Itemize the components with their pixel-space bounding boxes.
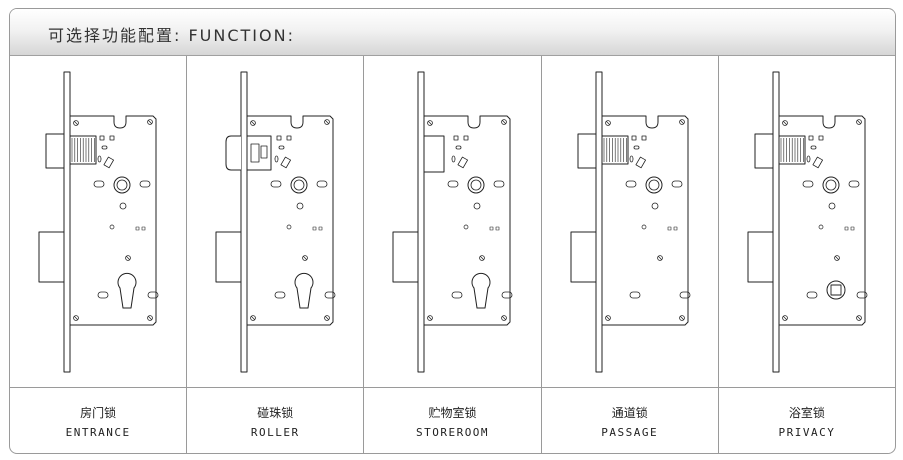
lock-body-svg xyxy=(38,71,159,373)
function-name-cn: 通道锁 xyxy=(611,406,648,420)
lock-body-svg xyxy=(392,71,513,373)
function-caption: 碰珠锁 ROLLER xyxy=(187,387,364,453)
function-name-en: PRIVACY xyxy=(778,426,836,439)
lock-body-drawing xyxy=(187,56,363,386)
function-caption: 贮物室锁 STOREROOM xyxy=(364,387,541,453)
lock-body-svg xyxy=(570,71,691,373)
lock-body-drawing xyxy=(719,56,895,386)
function-caption: 房门锁 ENTRANCE xyxy=(10,387,187,453)
function-grid: 房门锁 ENTRANCE 碰珠锁 ROLLER 贮物室锁 STOREROOM 通… xyxy=(10,56,895,453)
function-card-roller: 碰珠锁 ROLLER xyxy=(187,56,365,453)
function-card-storeroom: 贮物室锁 STOREROOM xyxy=(364,56,542,453)
header-bar: 可选择功能配置: FUNCTION: xyxy=(10,9,895,56)
function-name-cn: 贮物室锁 xyxy=(428,406,477,420)
function-name-en: ROLLER xyxy=(250,426,300,439)
function-name-cn: 浴室锁 xyxy=(788,406,825,420)
function-caption: 通道锁 PASSAGE xyxy=(541,387,718,453)
lock-body-svg xyxy=(747,71,868,373)
function-card-passage: 通道锁 PASSAGE xyxy=(541,56,719,453)
lock-body-drawing xyxy=(10,56,186,386)
function-name-en: PASSAGE xyxy=(601,426,659,439)
function-caption: 浴室锁 PRIVACY xyxy=(718,387,895,453)
lock-body-drawing xyxy=(542,56,718,386)
page-title: 可选择功能配置: FUNCTION: xyxy=(48,26,295,45)
lock-body-svg xyxy=(215,71,336,373)
function-name-cn: 房门锁 xyxy=(80,406,117,420)
function-name-en: STOREROOM xyxy=(415,426,490,439)
function-name-cn: 碰珠锁 xyxy=(257,406,294,420)
function-card-entrance: 房门锁 ENTRANCE xyxy=(10,56,188,453)
function-panel: 可选择功能配置: FUNCTION: 房门锁 ENTRANCE 碰珠锁 ROLL… xyxy=(9,8,896,454)
function-card-privacy: 浴室锁 PRIVACY xyxy=(718,56,895,453)
lock-body-drawing xyxy=(364,56,540,386)
function-name-en: ENTRANCE xyxy=(65,426,131,439)
